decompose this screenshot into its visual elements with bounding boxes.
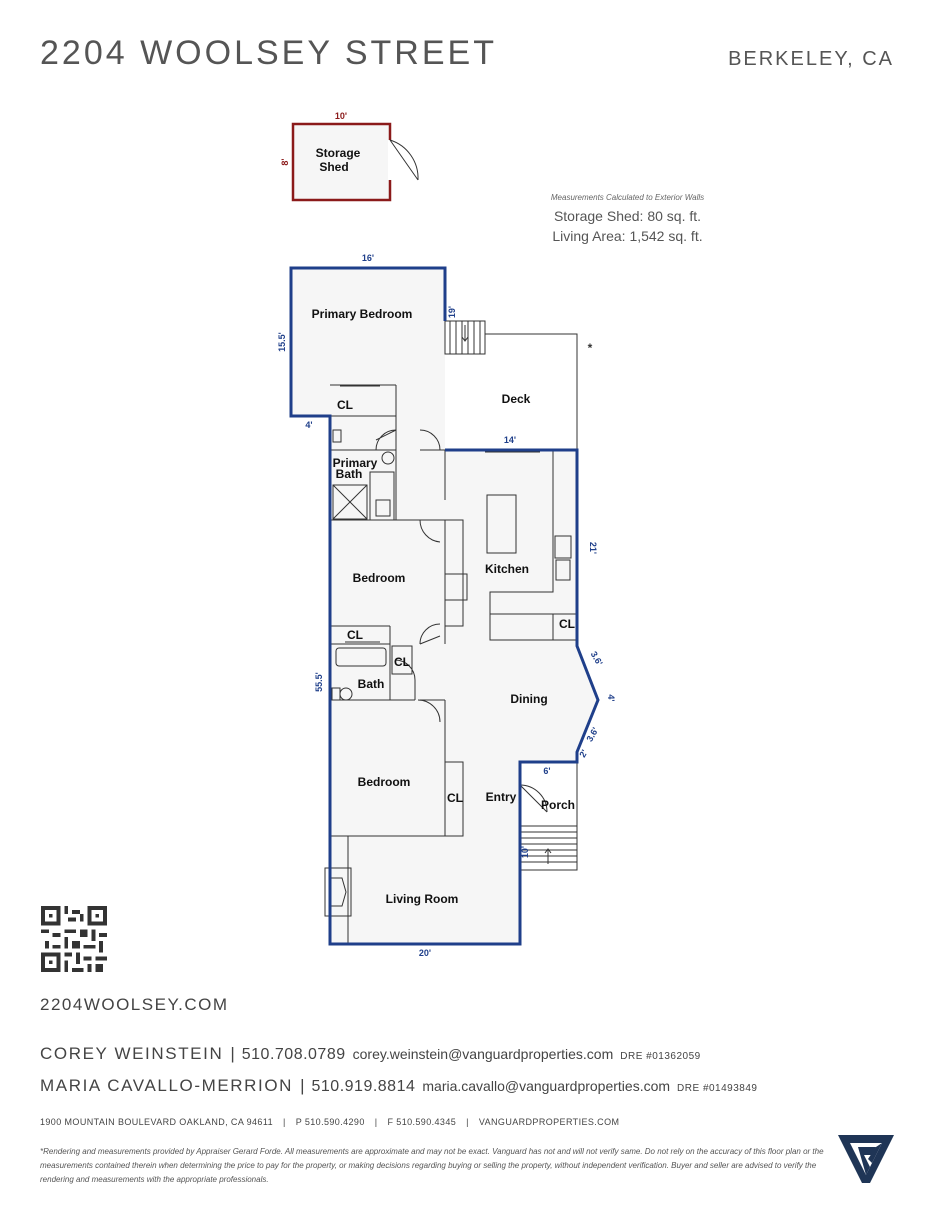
dim-porch-6: 6'	[543, 766, 550, 776]
room-porch: Porch	[541, 798, 575, 812]
divider: |	[374, 1117, 378, 1127]
dim-right-19: 19'	[447, 306, 457, 318]
room-kitchen: Kitchen	[485, 562, 529, 576]
room-bedroom-1-closet: CL	[347, 628, 363, 642]
interior-walls	[324, 320, 578, 945]
agent-dre: DRE #01493849	[677, 1083, 758, 1094]
measurement-summary: Measurements Calculated to Exterior Wall…	[450, 193, 805, 244]
room-dining: Dining	[510, 692, 547, 706]
office-website-link[interactable]: VANGUARDPROPERTIES.COM	[478, 1117, 620, 1127]
storage-shed-area: Storage Shed: 80 sq. ft.	[553, 208, 702, 224]
agent-email[interactable]: maria.cavallo@vanguardproperties.com	[422, 1078, 671, 1094]
property-address-title: 2204 WOOLSEY STREET	[40, 34, 497, 72]
dim-top-16: 16'	[362, 253, 374, 263]
dim-porch-10: 10'	[520, 846, 530, 858]
room-primary-bath-1: Primary	[333, 456, 378, 470]
qr-code-icon[interactable]	[40, 906, 108, 972]
storage-shed: Storage Shed 10' 8'	[280, 111, 419, 202]
floor-plan: Storage Shed 10' 8'	[277, 111, 616, 958]
office-address: 1900 MOUNTAIN BOULEVARD OAKLAND, CA 9461…	[40, 1117, 273, 1127]
disclaimer: *Rendering and measurements provided by …	[40, 1147, 824, 1184]
measurement-note: Measurements Calculated to Exterior Wall…	[550, 193, 705, 202]
exterior-walls	[289, 266, 600, 946]
shed-dim-top: 10'	[335, 111, 347, 121]
agent-row-1: COREY WEINSTEIN | 510.708.0789 corey.weinst…	[40, 1044, 701, 1064]
room-bedroom-2-closet: CL	[447, 791, 463, 805]
property-website-link[interactable]: 2204WOOLSEY.COM	[40, 995, 229, 1014]
property-city: BERKELEY, CA	[728, 48, 894, 70]
vanguard-logo-icon	[838, 1135, 894, 1183]
agent-phone[interactable]: 510.708.0789	[241, 1046, 346, 1063]
shed-label-2: Shed	[319, 160, 348, 174]
agent-phone[interactable]: 510.919.8814	[311, 1078, 416, 1095]
agent-email[interactable]: corey.weinstein@vanguardproperties.com	[352, 1046, 614, 1062]
dim-left-15-5: 15.5'	[277, 332, 287, 352]
dim-bay-4: 4'	[606, 694, 616, 701]
agent-name: COREY WEINSTEIN	[40, 1044, 224, 1063]
dim-bay-3-6-top: 3.6'	[589, 650, 605, 668]
agent-dre: DRE #01362059	[620, 1051, 701, 1062]
dim-bottom-20: 20'	[419, 948, 431, 958]
office-phone[interactable]: P 510.590.4290	[295, 1117, 365, 1127]
divider: |	[282, 1117, 286, 1127]
shed-dim-side: 8'	[280, 158, 290, 165]
room-bedroom-1: Bedroom	[353, 571, 406, 585]
room-primary-bath-2: Bath	[336, 467, 363, 481]
room-primary-closet: CL	[337, 398, 353, 412]
room-bath-closet: CL	[394, 655, 410, 669]
dim-left-55-5: 55.5'	[314, 672, 324, 692]
living-area: Living Area: 1,542 sq. ft.	[552, 228, 703, 244]
room-living-room: Living Room	[386, 892, 459, 906]
dim-deck-14: 14'	[504, 435, 516, 445]
divider: |	[230, 1044, 235, 1063]
room-primary-bedroom: Primary Bedroom	[312, 307, 413, 321]
office-info: 1900 MOUNTAIN BOULEVARD OAKLAND, CA 9461…	[40, 1117, 619, 1127]
room-entry: Entry	[486, 790, 517, 804]
room-kitchen-closet: CL	[559, 617, 575, 631]
divider: |	[466, 1117, 469, 1127]
agent-name: MARIA CAVALLO-MERRION	[40, 1076, 294, 1095]
room-bath: Bath	[358, 677, 385, 691]
dim-bay-2: 2'	[577, 748, 589, 759]
agent-row-2: MARIA CAVALLO-MERRION | 510.919.8814 maria.…	[40, 1076, 758, 1096]
deck-asterisk: *	[588, 341, 593, 355]
room-bedroom-2: Bedroom	[358, 775, 411, 789]
room-deck: Deck	[502, 392, 531, 406]
divider: |	[300, 1076, 305, 1095]
shed-label-1: Storage	[316, 146, 361, 160]
office-fax: F 510.590.4345	[387, 1117, 457, 1127]
dim-left-4: 4'	[305, 420, 312, 430]
dim-right-21: 21'	[588, 542, 598, 554]
